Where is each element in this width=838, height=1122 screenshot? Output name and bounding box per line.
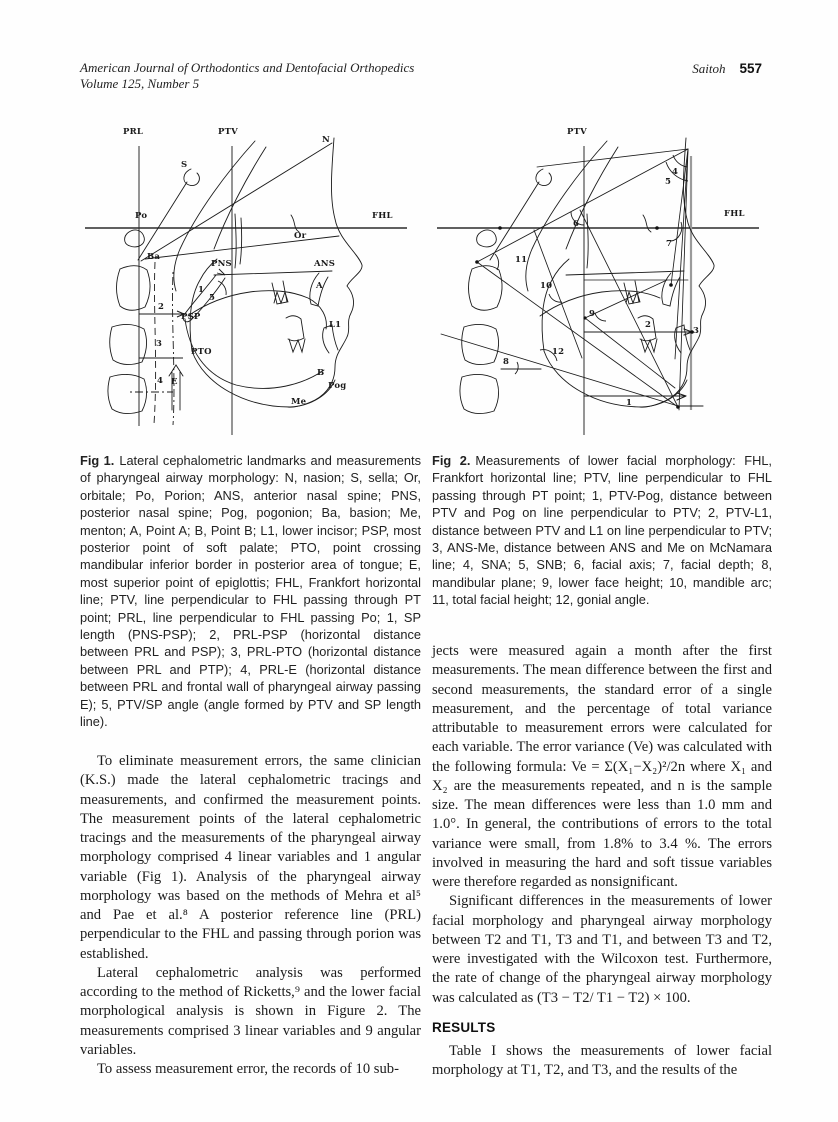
fig-label-6: 6 bbox=[573, 219, 580, 229]
paragraph: To assess measurement error, the records… bbox=[97, 1061, 399, 1077]
author-name: Saitoh bbox=[692, 61, 726, 76]
fig-label-7: 7 bbox=[666, 239, 673, 249]
fig-label-PTV: PTV bbox=[218, 127, 238, 137]
fig-label-11: 11 bbox=[515, 255, 528, 265]
fig-label-4: 4 bbox=[157, 376, 164, 386]
fig2-measurement-lines bbox=[440, 148, 704, 411]
fig-label-Pog: Pog bbox=[328, 381, 347, 391]
fig-label-Or: Or bbox=[294, 231, 307, 241]
fig-label-N: N bbox=[322, 135, 330, 145]
body-column-right: jects were measured again a month after … bbox=[432, 642, 772, 1080]
fig-label-Ba: Ba bbox=[147, 252, 161, 262]
fig-label-3: 3 bbox=[693, 326, 700, 336]
fig-label-PSP: PSP bbox=[181, 312, 201, 322]
fig-label-A: A bbox=[316, 281, 323, 291]
results-paragraphs: Table I shows the measurements of lower … bbox=[432, 1042, 772, 1081]
paragraph: jects were measured again a month after … bbox=[432, 643, 772, 890]
fig-label-9: 9 bbox=[589, 309, 596, 319]
left-paragraphs: To eliminate measurement errors, the sam… bbox=[80, 752, 421, 1079]
fig-label-3: 3 bbox=[156, 339, 163, 349]
fig2-landmark-dots bbox=[475, 226, 694, 409]
fig-label-1: 1 bbox=[198, 285, 205, 295]
fig-label-10: 10 bbox=[540, 281, 553, 291]
fig-label-PTV: PTV bbox=[567, 127, 587, 137]
paragraph: Lateral cephalometric analysis was perfo… bbox=[80, 964, 421, 1058]
fig-label-PRL: PRL bbox=[123, 127, 144, 137]
fig-label-ANS: ANS bbox=[314, 259, 336, 269]
paragraph: Significant differences in the measureme… bbox=[432, 893, 772, 1006]
fig1-caption-label: Fig 1. bbox=[80, 453, 115, 468]
fig2-tracing-svg bbox=[437, 137, 759, 435]
fig-label-2: 2 bbox=[645, 320, 652, 330]
fig1-measurements bbox=[130, 268, 227, 393]
fig-label-E: E bbox=[171, 377, 178, 387]
fig2-caption: Fig 2.Measurements of lower facial morph… bbox=[432, 452, 772, 609]
fig1-head-tracing bbox=[107, 137, 363, 414]
fig-label-Po: Po bbox=[135, 211, 148, 221]
journal-volume: Volume 125, Number 5 bbox=[80, 76, 200, 91]
fig2-reference-lines bbox=[437, 146, 759, 435]
fig-label-L1: L1 bbox=[329, 320, 342, 330]
fig-label-2: 2 bbox=[158, 302, 165, 312]
fig1-airway-walls bbox=[153, 261, 175, 426]
fig-label-PNS: PNS bbox=[211, 259, 232, 269]
fig-label-FHL: FHL bbox=[372, 211, 393, 221]
fig1-reference-lines bbox=[85, 146, 407, 435]
journal-title: American Journal of Orthodontics and Den… bbox=[80, 60, 415, 75]
fig2-head-tracing bbox=[459, 137, 715, 414]
fig1-caption: Fig 1.Lateral cephalometric landmarks an… bbox=[80, 452, 421, 731]
fig-label-8: 8 bbox=[503, 357, 510, 367]
body-column-left: To eliminate measurement errors, the sam… bbox=[80, 752, 421, 1079]
fig-label-FHL: FHL bbox=[724, 209, 745, 219]
fig-label-1: 1 bbox=[626, 398, 633, 408]
fig-label-4: 4 bbox=[672, 167, 679, 177]
fig-label-5: 5 bbox=[209, 293, 216, 303]
fig-label-12: 12 bbox=[552, 347, 565, 357]
fig-label-Me: Me bbox=[291, 397, 307, 407]
fig1-tracing-svg bbox=[85, 137, 407, 435]
right-paragraphs: jects were measured again a month after … bbox=[432, 642, 772, 1008]
running-head-right: Saitoh 557 bbox=[692, 60, 762, 78]
fig-label-B: B bbox=[317, 368, 325, 378]
fig2-angle-arcs bbox=[494, 154, 689, 375]
paragraph: To eliminate measurement errors, the sam… bbox=[80, 753, 421, 962]
fig2-caption-text: Measurements of lower facial morphology:… bbox=[432, 453, 772, 608]
fig-label-PTO: PTO bbox=[191, 347, 212, 357]
running-head-left: American Journal of Orthodontics and Den… bbox=[80, 60, 540, 92]
fig2-caption-label: Fig 2. bbox=[432, 453, 471, 468]
fig-label-S: S bbox=[181, 160, 188, 170]
fig-label-5: 5 bbox=[665, 177, 672, 187]
fig1-caption-text: Lateral cephalometric landmarks and meas… bbox=[80, 453, 421, 730]
results-heading: RESULTS bbox=[432, 1019, 496, 1035]
paragraph: Table I shows the measurements of lower … bbox=[432, 1042, 772, 1078]
page-number: 557 bbox=[739, 61, 762, 76]
